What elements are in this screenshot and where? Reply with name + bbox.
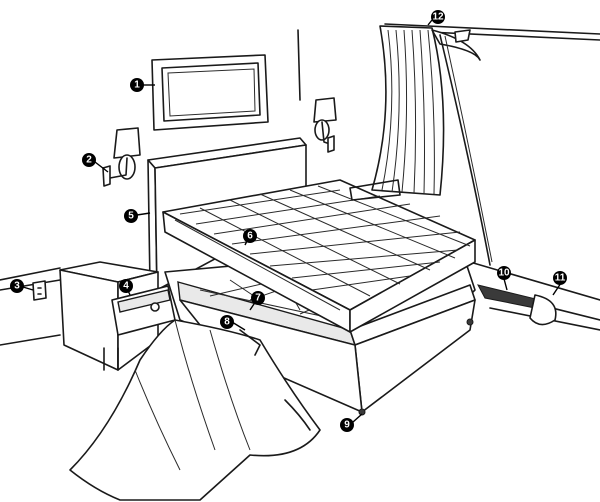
callout-badges: 1 2 3 4 5 6 7 8 (10, 10, 567, 432)
picture-frame (151, 54, 269, 131)
callout-8: 8 (220, 315, 234, 329)
callout-9: 9 (340, 418, 354, 432)
svg-text:6: 6 (247, 231, 253, 242)
svg-text:1: 1 (134, 80, 140, 91)
callout-3: 3 (10, 279, 24, 293)
svg-text:9: 9 (344, 420, 350, 431)
carpet-edge (477, 284, 557, 326)
nightstand (59, 261, 176, 371)
callout-10: 10 (497, 266, 511, 280)
svg-text:8: 8 (224, 317, 230, 328)
svg-text:3: 3 (14, 281, 20, 292)
svg-text:4: 4 (123, 281, 129, 292)
callout-11: 11 (553, 271, 567, 285)
callout-6: 6 (243, 229, 257, 243)
svg-text:5: 5 (128, 211, 134, 222)
svg-text:11: 11 (555, 273, 566, 284)
callout-5: 5 (124, 209, 138, 223)
svg-text:12: 12 (432, 12, 444, 23)
callout-1: 1 (130, 78, 144, 92)
svg-text:10: 10 (498, 268, 510, 279)
curtain (371, 23, 600, 266)
left-wall-lamp (102, 127, 141, 187)
right-wall-lamp (313, 97, 337, 153)
callout-4: 4 (119, 279, 133, 293)
callout-12: 12 (431, 10, 445, 24)
svg-text:7: 7 (255, 293, 261, 304)
svg-text:2: 2 (86, 155, 92, 166)
mattress (162, 179, 476, 333)
callout-7: 7 (251, 291, 265, 305)
bed-skirt (69, 319, 321, 501)
callout-2: 2 (82, 153, 96, 167)
wall-outlet (32, 280, 47, 301)
